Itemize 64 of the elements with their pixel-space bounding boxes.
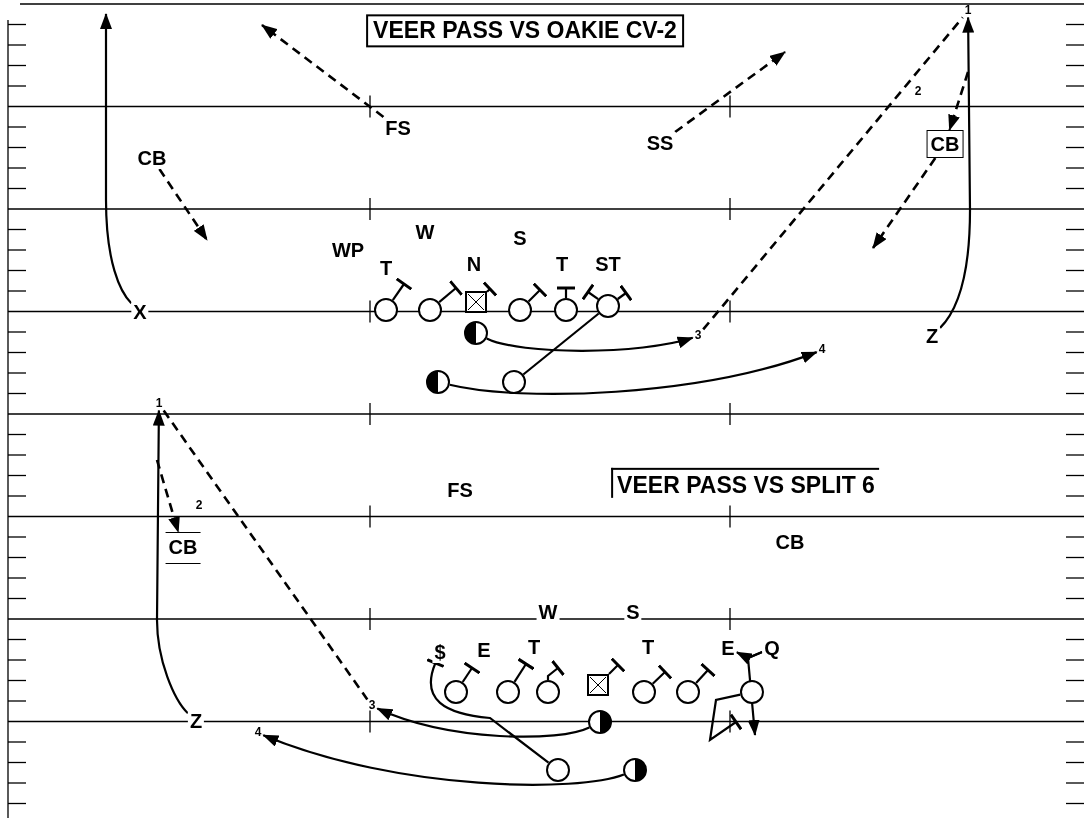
- route-number: 4: [252, 726, 264, 740]
- route-number: 3: [366, 699, 378, 713]
- route-number: 2: [194, 499, 204, 513]
- route-arrow: [152, 409, 189, 715]
- block-line: [608, 657, 626, 675]
- play-title: VEER PASS VS SPLIT 6: [611, 467, 879, 499]
- position-label: CB: [165, 532, 201, 564]
- play-title: VEER PASS VS OAKIE CV-2: [366, 14, 684, 48]
- player-circle: [740, 680, 764, 704]
- coverage-arrow: [155, 459, 180, 533]
- route-number: 1: [153, 397, 165, 411]
- pass-read-line: [702, 16, 964, 331]
- position-label: $: [432, 641, 448, 663]
- coverage-arrow: [261, 23, 385, 119]
- block-line: [555, 286, 577, 298]
- route-arrow: [376, 707, 590, 738]
- block-line: [617, 284, 633, 302]
- block-line: [695, 662, 717, 684]
- player-circle: [596, 294, 620, 318]
- player-circle: [444, 680, 468, 704]
- route-arrow: [262, 734, 625, 786]
- player-circle: [502, 370, 526, 394]
- block-line: [513, 657, 536, 683]
- route-number: 3: [692, 329, 704, 343]
- back-symbol: [426, 370, 450, 394]
- route-number: 1: [962, 4, 974, 18]
- player-circle: [554, 298, 578, 322]
- player-circle: [676, 680, 700, 704]
- path-line: [522, 312, 600, 376]
- center-symbol: [465, 291, 487, 313]
- block-line: [461, 661, 481, 683]
- block-line: [581, 283, 599, 301]
- route-arrow: [100, 13, 133, 305]
- block-line: [391, 277, 413, 301]
- player-circle: [632, 680, 656, 704]
- route-arrow: [939, 16, 975, 329]
- block-line: [546, 659, 566, 680]
- coverage-arrow: [158, 168, 209, 241]
- route-number: 4: [816, 343, 828, 357]
- player-circle: [418, 298, 442, 322]
- route-arrow: [486, 335, 694, 352]
- position-label: CB: [926, 130, 964, 158]
- block-line: [708, 693, 743, 743]
- coverage-arrow: [871, 157, 937, 249]
- coverage-arrow: [948, 71, 970, 131]
- block-line: [482, 280, 498, 298]
- player-circle: [546, 758, 570, 782]
- player-circle: [496, 680, 520, 704]
- route-number: 2: [913, 85, 923, 99]
- back-symbol: [623, 758, 647, 782]
- block-line: [425, 658, 550, 764]
- coverage-arrow: [674, 50, 786, 134]
- pass-read-line: [162, 409, 369, 701]
- player-circle: [508, 298, 532, 322]
- player-circle: [374, 298, 398, 322]
- block-line: [527, 282, 548, 303]
- back-symbol: [464, 321, 488, 345]
- block-line: [438, 279, 464, 304]
- center-symbol: [587, 674, 609, 696]
- block-line: [651, 664, 673, 685]
- back-symbol: [588, 710, 612, 734]
- player-circle: [536, 680, 560, 704]
- route-arrow: [449, 351, 818, 396]
- route-arrow: [735, 651, 763, 665]
